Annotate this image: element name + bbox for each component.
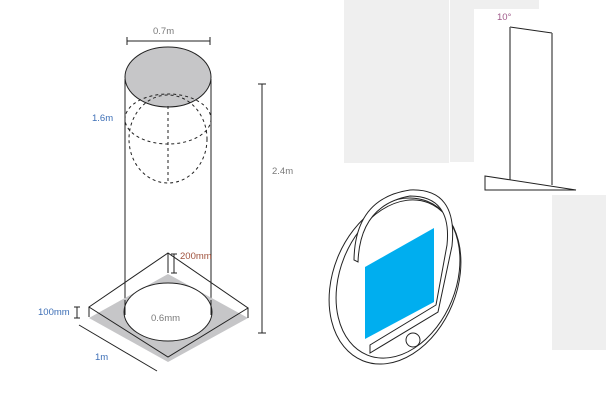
round-screen-unit: [328, 189, 462, 365]
cylinder: [124, 37, 266, 334]
cylinder-top: [124, 46, 212, 108]
panel-middle: [450, 9, 474, 162]
tilted-sign: [484, 26, 577, 191]
base-width-dimension-line: [78, 324, 158, 372]
panel-right: [552, 195, 606, 350]
sphere-dashed: [124, 93, 212, 184]
blue-screen: [365, 228, 434, 339]
base-plate: [74, 252, 249, 372]
label-total-height: 2.4m: [272, 166, 293, 177]
label-sphere-height: 1.6m: [92, 113, 113, 124]
label-base-depth: 200mm: [180, 251, 212, 262]
knob: [405, 332, 421, 348]
panel-left: [344, 0, 449, 163]
label-top-width: 0.7m: [153, 26, 174, 37]
label-inner-diameter: 0.6mm: [151, 313, 180, 324]
background-panels: [344, 0, 606, 350]
label-plate-thickness: 100mm: [38, 307, 70, 318]
label-tilt-angle: 10°: [497, 12, 512, 23]
panel-top-strip: [450, 0, 539, 9]
label-base-width: 1m: [95, 352, 108, 363]
